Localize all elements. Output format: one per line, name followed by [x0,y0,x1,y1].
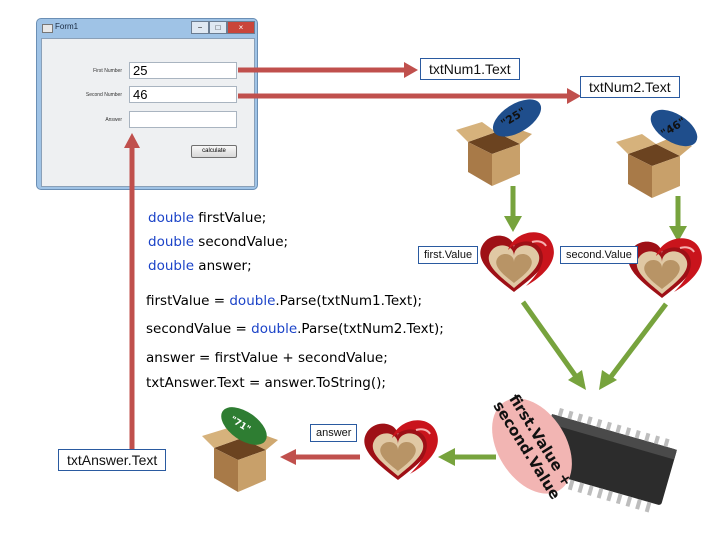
code-line-2: secondValue = double.Parse(txtNum2.Text)… [146,321,444,337]
second-value-tag: second.Value [560,246,638,264]
box-1-badge [492,99,542,137]
second-number-input[interactable]: 46 [129,86,237,103]
arrow-box1-down [504,186,522,232]
answer-input[interactable] [129,111,237,128]
heart-box-3-icon [363,419,439,481]
minimize-button[interactable]: − [191,21,209,34]
arrow-heart3-to-box3 [280,449,360,465]
arrow-num1 [238,62,418,78]
form-icon [42,24,53,33]
arrow-box2-down [669,196,687,242]
heart-box-2-icon [627,237,703,299]
answer-tag: answer [310,424,358,442]
code-decl-1: double firstValue; [148,210,266,226]
form-window: Form1 − □ × First Number 25 Second Numbe… [36,18,258,190]
answer-label: Answer [105,117,122,123]
code-keyword: double [148,258,195,274]
form-title: Form1 [55,22,79,31]
code-text: secondValue; [194,234,289,250]
arrow-heart2-to-chip [599,302,668,390]
first-number-input[interactable]: 25 [129,62,237,79]
arrow-num2 [238,88,581,104]
code-text: secondValue = [146,321,252,337]
code-keyword: double [148,210,195,226]
first-number-label: First Number [93,68,122,74]
code-text: firstValue; [194,210,267,226]
form-client: First Number 25 Second Number 46 Answer … [41,38,255,187]
close-button[interactable]: × [227,21,255,34]
code-line-1: firstValue = double.Parse(txtNum1.Text); [146,293,422,309]
code-text: firstValue = [146,293,230,309]
code-decl-2: double secondValue; [148,234,288,250]
second-number-label: Second Number [85,92,122,98]
txtnum2-tag: txtNum2.Text [580,76,680,98]
arrow-heart1-to-chip [520,300,586,390]
box-2-badge [650,109,698,147]
arrow-chip-to-heart3 [438,448,496,466]
sum-badge [492,398,572,494]
code-text: .Parse(txtNum2.Text); [297,321,444,337]
first-value-tag: first.Value [418,246,479,264]
code-keyword: double [148,234,195,250]
code-line-3: answer = firstValue + secondValue; [146,350,388,366]
heart-box-1-icon [479,231,555,293]
calculate-button[interactable]: calculate [191,145,237,158]
txtanswer-tag: txtAnswer.Text [58,449,167,471]
txtnum1-tag: txtNum1.Text [420,58,520,80]
code-line-4: txtAnswer.Text = answer.ToString(); [146,375,386,391]
box-3-badge [221,407,267,445]
code-text: .Parse(txtNum1.Text); [275,293,423,309]
code-decl-3: double answer; [148,258,252,274]
code-keyword: double [229,293,276,309]
code-keyword: double [251,321,298,337]
code-text: answer; [194,258,252,274]
maximize-button[interactable]: □ [209,21,227,34]
arrow-answer-up [124,133,140,450]
